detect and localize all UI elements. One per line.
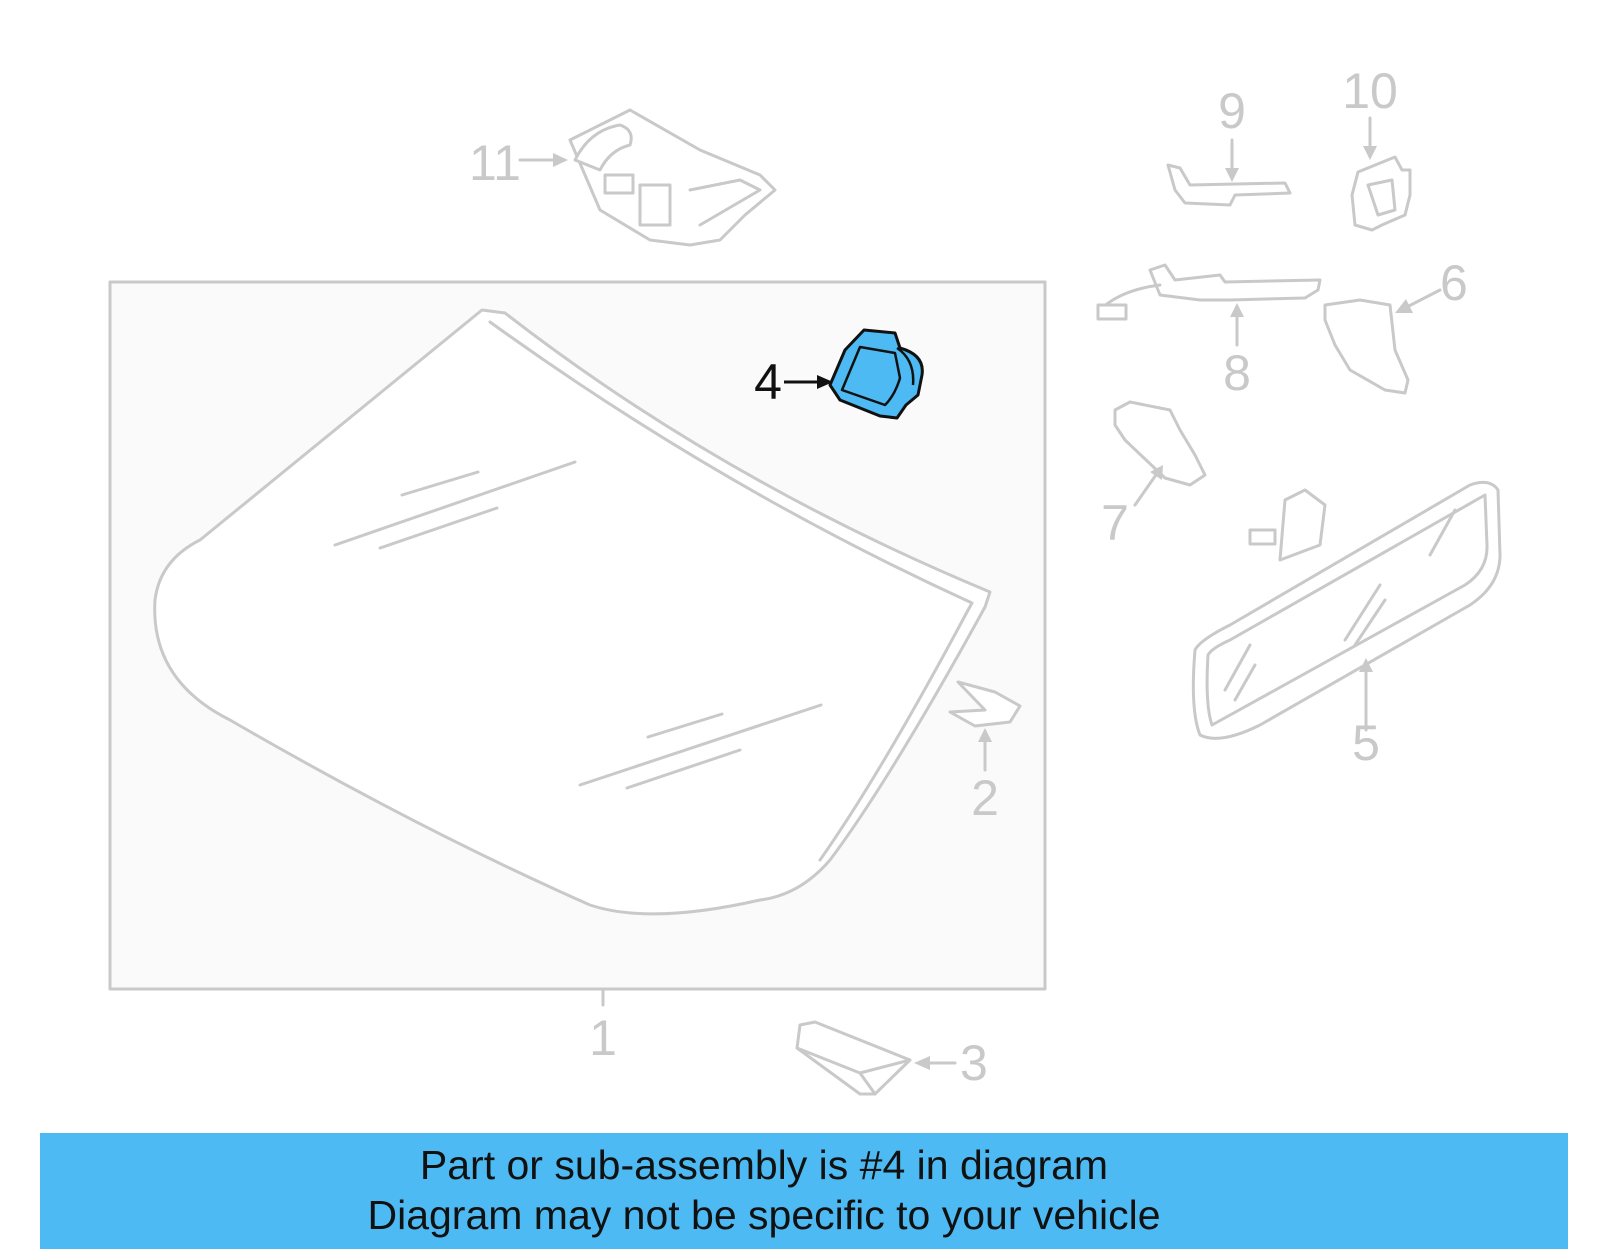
module-part-11	[518, 108, 777, 247]
banner-vehicle-disclaimer: Diagram may not be specific to your vehi…	[367, 1192, 1161, 1238]
callout-6: 6	[1440, 255, 1468, 311]
bracket-part-9	[1166, 138, 1292, 207]
cover-part-7	[1113, 400, 1207, 507]
banner-part-note: Part or sub-assembly is #4 in diagram	[419, 1142, 1109, 1188]
callout-5: 5	[1352, 715, 1380, 771]
callout-1: 1	[589, 1010, 617, 1066]
clip-part-2	[948, 680, 1022, 772]
cover-part-6	[1323, 288, 1442, 395]
harness-part-8	[1096, 263, 1322, 347]
callout-8: 8	[1223, 345, 1251, 401]
wedge-part-3	[795, 1020, 957, 1096]
callout-2: 2	[971, 770, 999, 826]
mirror-part-5	[1191, 480, 1502, 740]
callout-11: 11	[469, 135, 521, 191]
info-banner: Part or sub-assembly is #4 in diagram Di…	[40, 1133, 1568, 1249]
callout-10: 10	[1342, 63, 1398, 119]
highlighted-part-4[interactable]	[784, 328, 924, 420]
callout-3: 3	[960, 1035, 988, 1091]
callout-4[interactable]: 4	[754, 354, 782, 410]
callout-7: 7	[1101, 495, 1129, 551]
callout-9: 9	[1218, 83, 1246, 139]
bracket-part-10	[1350, 116, 1412, 232]
callout-labels: 1 2 3 4 5 6 7 8 9 10 11	[469, 63, 1468, 1091]
